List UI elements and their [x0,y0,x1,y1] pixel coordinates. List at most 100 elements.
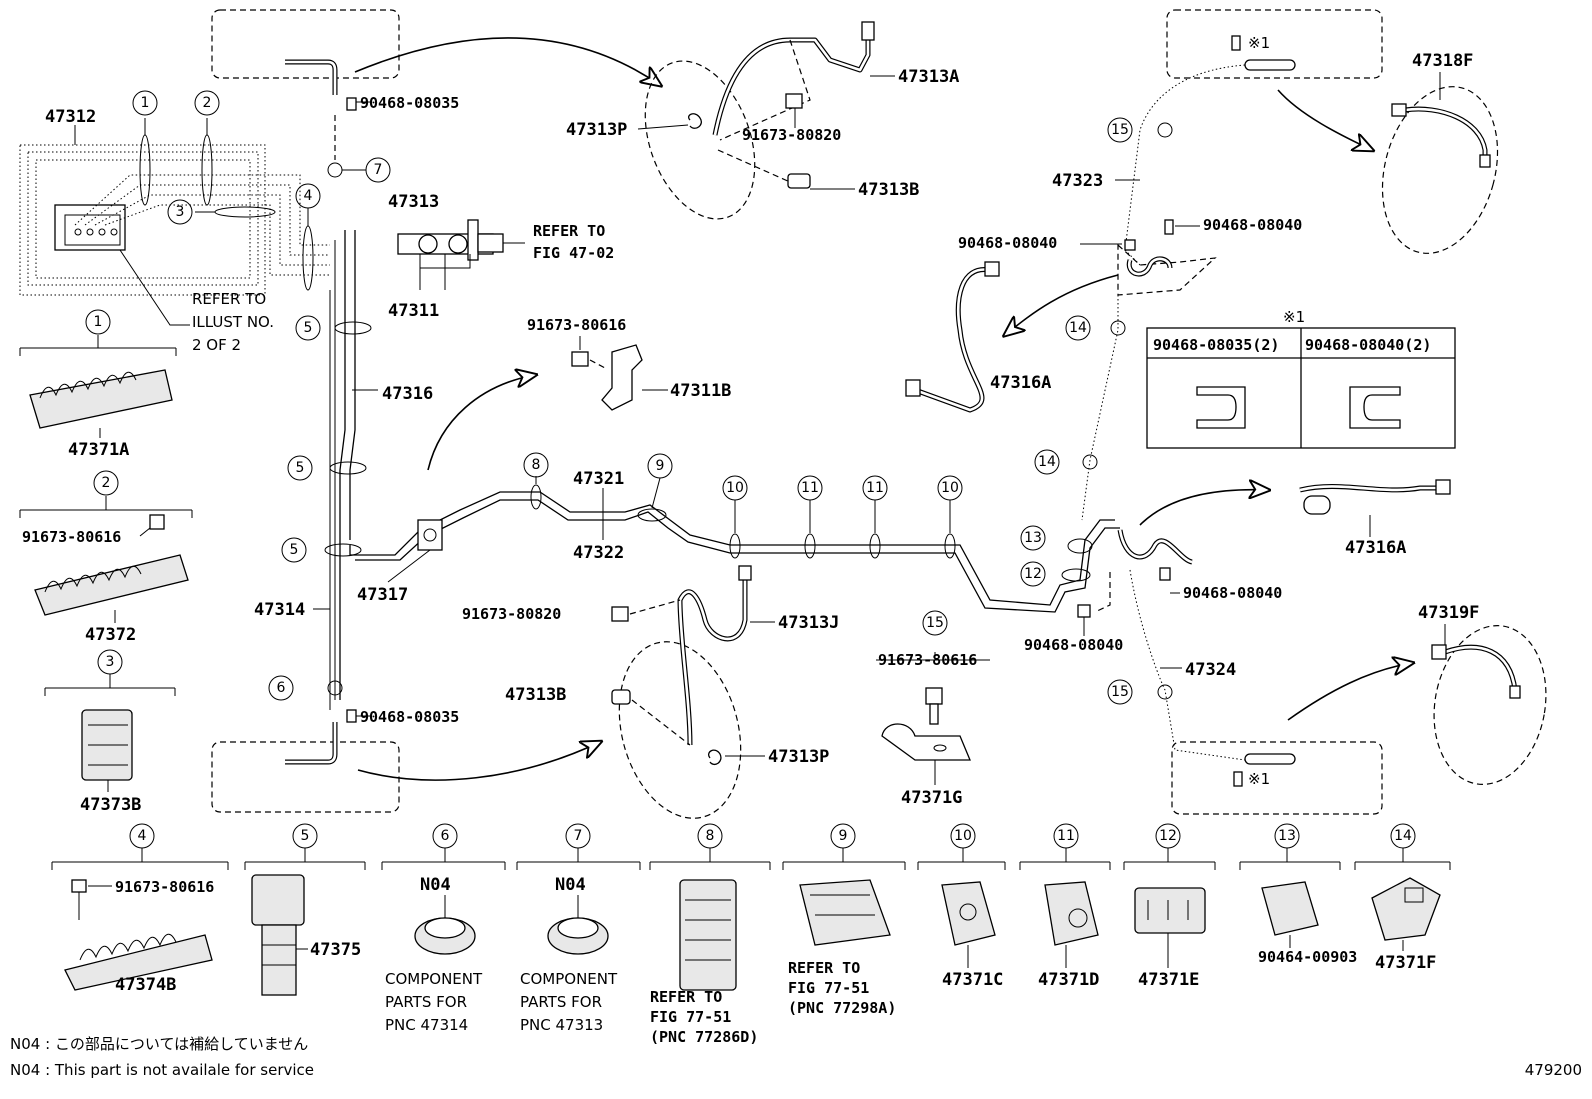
callout-6: 6 [277,680,286,696]
clamp-47371a-icon [29,369,173,429]
clip-90464-00903-icon [1261,881,1319,936]
callout-15a: 15 [1111,122,1129,138]
clip-90468-08035-bot [346,709,357,723]
comp6-line3: PNC 47314 [385,1016,468,1034]
grommet-7-icon [547,895,609,955]
callout-14a: 14 [1069,320,1087,336]
key-10: 10 [954,828,972,844]
key-11: 11 [1057,828,1075,844]
label-47313a: 47313A [898,67,959,87]
comp6-line1: COMPONENT [385,970,483,988]
label-47371e: 47371E [1138,970,1199,990]
comp7-line1: COMPONENT [520,970,618,988]
callout-11b: 11 [866,480,884,496]
joint-47317 [417,519,443,551]
label-47317: 47317 [357,585,408,605]
grommet-6-icon [414,895,476,955]
label-47373b: 47373B [80,795,141,815]
clip-47371c-icon [941,881,996,946]
clamp-47372-icon [34,514,189,616]
key-7: 7 [574,828,583,844]
detail-ellipse-top [644,60,756,220]
clamp-marker-3 [214,206,276,218]
table-mark: ※1 [1283,308,1305,326]
callout-circles: 1 2 3 4 5 5 5 6 7 8 9 10 11 11 10 12 13 … [85,90,1416,849]
label-47371a: 47371A [68,440,129,460]
bolt-91673-80820-mid [611,606,629,622]
clamp-47371g [876,652,990,761]
bolt-47313b-top [787,173,811,189]
label-47375: 47375 [310,940,361,960]
ref9-line3: (PNC 77298A) [788,999,896,1017]
label-91673-80616-box4: 91673-80616 [115,878,214,896]
label-47313b-bot: 47313B [505,685,566,705]
label-90468-08040-c: 90468-08040 [1183,584,1282,602]
label-47316: 47316 [382,384,433,404]
label-47372: 47372 [85,625,136,645]
label-47313p-top: 47313P [566,120,627,140]
callout-15b: 15 [1111,684,1129,700]
key-1: 1 [94,314,103,330]
clamp-47375-icon [251,874,305,996]
label-47323: 47323 [1052,171,1103,191]
label-47322: 47322 [573,543,624,563]
label-47318f: 47318F [1412,51,1473,71]
label-91673-80820-mid: 91673-80820 [462,605,561,623]
comp6-line2: PARTS FOR [385,993,467,1011]
clip-90468-08035-top [346,97,357,111]
label-47321: 47321 [573,469,624,489]
label-47314: 47314 [254,600,305,620]
detail-ellipse-47318f [1381,86,1499,254]
bolt-47313b-bot [611,689,631,705]
key-5: 5 [301,828,310,844]
clamp-marker-4 [302,225,314,291]
label-47313: 47313 [388,192,439,212]
label-47313p-bot: 47313P [768,747,829,767]
clip-47371f-icon [1371,877,1441,941]
callout-5c: 5 [290,542,299,558]
label-47313j: 47313J [778,613,839,633]
figure-number: 479200 [1525,1061,1582,1079]
callout-4: 4 [304,188,313,204]
ref-illust-line3: 2 OF 2 [192,336,241,354]
clip-table [1146,327,1456,449]
callout-8: 8 [532,457,541,473]
callout-11a: 11 [801,480,819,496]
valve-47311 [397,219,525,290]
key-12: 12 [1159,828,1177,844]
ref8-line3: (PNC 77286D) [650,1028,758,1046]
label-90468-08040-b: 90468-08040 [958,234,1057,252]
ref8-line2: FIG 77-51 [650,1008,731,1026]
callout-3: 3 [176,204,185,220]
label-91673-80616-box2: 91673-80616 [22,528,121,546]
note-jp: N04 : この部品については補給していません [10,1035,308,1053]
label-90468-08035-top: 90468-08035 [360,94,459,112]
key-3: 3 [106,654,115,670]
label-47371d: 47371D [1038,970,1099,990]
ref-fig-line1: REFER TO [533,222,605,240]
label-47374b: 47374B [115,975,176,995]
clamp-47374b-icon [64,879,213,991]
mark-top: ※1 [1248,34,1270,52]
label-47371g: 47371G [901,788,962,808]
label-91673-80820-top: 91673-80820 [742,126,841,144]
table-col2: 90468-08040(2) [1305,336,1431,354]
detail-box-top-right [1166,9,1383,79]
callout-5a: 5 [304,320,313,336]
clamp-47373b-icon [81,709,133,781]
key-9: 9 [839,828,848,844]
label-47371c: 47371C [942,970,1003,990]
label-47316a-top: 47316A [990,373,1051,393]
label-n04-7: N04 [555,875,586,895]
key-4: 4 [138,828,147,844]
callout-1: 1 [141,95,150,111]
ref8-line1: REFER TO [650,988,722,1006]
key-15: 15 [926,615,944,631]
label-47311: 47311 [388,301,439,321]
label-47316a-bot: 47316A [1345,538,1406,558]
label-90468-08040-d: 90468-08040 [1024,636,1123,654]
label-91673-80616-mid: 91673-80616 [527,316,626,334]
detail-box-top-left [211,9,400,79]
callout-7: 7 [374,162,383,178]
callout-5b: 5 [296,460,305,476]
